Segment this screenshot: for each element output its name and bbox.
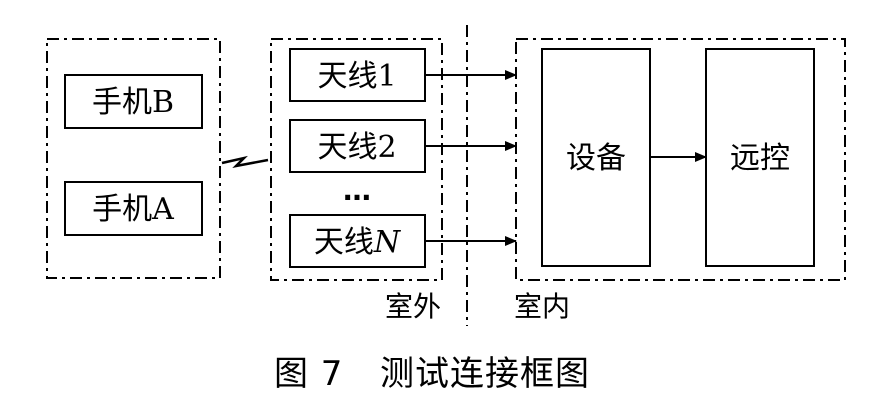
indoor-group-frame [515,38,846,281]
antenna-1-label: 天线1 [317,59,396,94]
remote-control-label: 远控 [730,141,790,176]
device-box: 设备 [541,48,651,267]
antenna-n-box: 天线N [289,214,426,268]
wireless-link-symbol [221,155,269,168]
phones-group-frame [46,38,221,279]
remote-control-box: 远控 [705,48,815,267]
phone-b-label: 手机B [92,85,174,120]
antenna-2-box: 天线2 [289,119,426,173]
antenna-ellipsis: … [343,174,371,207]
phone-a-label: 手机A [92,192,174,227]
antenna-1-box: 天线1 [289,48,426,102]
outdoor-zone-label: 室外 [385,290,441,323]
phone-a-box: 手机A [64,181,203,236]
phone-b-box: 手机B [64,74,203,129]
antenna-group-frame [270,38,443,281]
antenna-2-label: 天线2 [317,130,396,165]
figure-title: 测试连接框图 [380,354,590,394]
antenna-n-suffix: N [373,225,402,260]
indoor-zone-label: 室内 [514,290,570,323]
figure-number: 图 7 [274,354,343,394]
antenna-n-label: 天线N [314,225,402,260]
device-label: 设备 [566,141,626,176]
antenna-n-prefix: 天线 [314,225,374,260]
